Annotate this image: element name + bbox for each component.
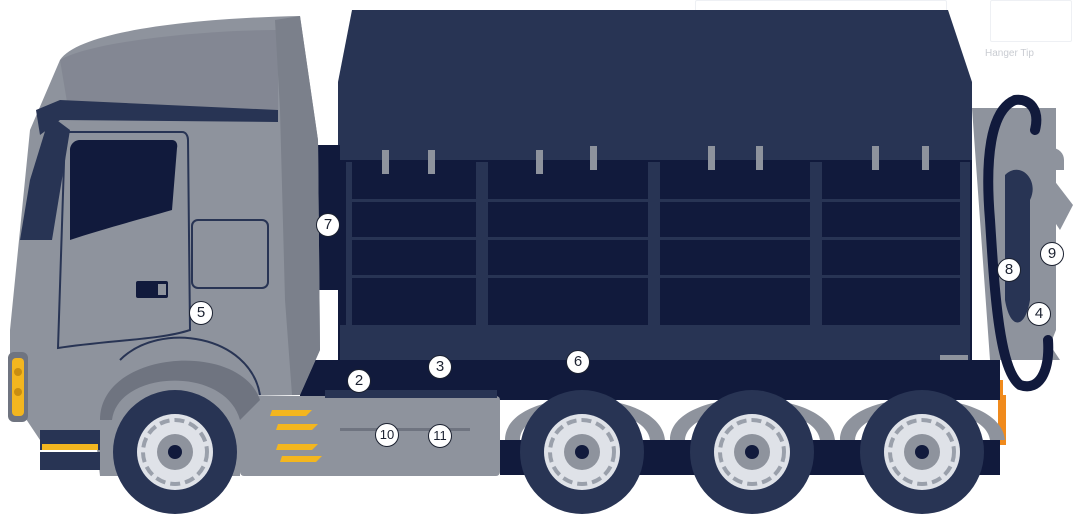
cargo-body	[318, 10, 972, 370]
hotspot-marker-2[interactable]: 2	[347, 369, 371, 393]
hotspot-marker-9[interactable]: 9	[1040, 242, 1064, 266]
hotspot-marker-10[interactable]: 10	[375, 423, 399, 447]
hotspot-marker-6[interactable]: 6	[566, 350, 590, 374]
hotspot-marker-3[interactable]: 3	[428, 355, 452, 379]
hotspot-marker-8[interactable]: 8	[997, 258, 1021, 282]
hotspot-marker-11[interactable]: 11	[428, 424, 452, 448]
hotspot-marker-7[interactable]: 7	[316, 213, 340, 237]
hotspot-marker-5[interactable]: 5	[189, 301, 213, 325]
hotspot-marker-4[interactable]: 4	[1027, 302, 1051, 326]
